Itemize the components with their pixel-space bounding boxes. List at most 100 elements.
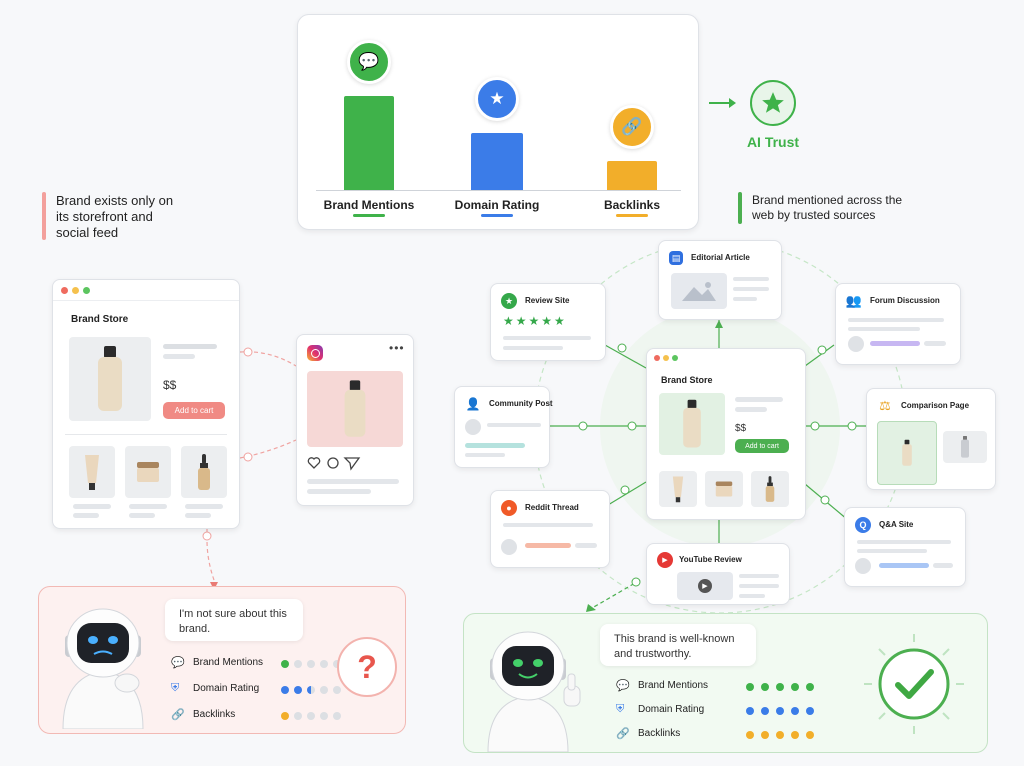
source-card-community-post[interactable]: 👤 Community Post — [454, 386, 553, 468]
source-card-reddit-thread[interactable]: ● Reddit Thread — [490, 490, 610, 568]
compare-product-b — [943, 431, 987, 463]
source-label: Forum Discussion — [870, 296, 940, 305]
source-card-qa-site[interactable]: Q Q&A Site — [844, 507, 966, 587]
source-card-editorial-article[interactable]: ▤ Editorial Article — [658, 240, 782, 320]
avatar — [855, 558, 871, 574]
center-brand-store-window: Brand Store $$ Add to cart — [646, 348, 806, 520]
source-card-youtube-review[interactable]: ▶ YouTube Review ▶ — [646, 543, 790, 605]
share-icon[interactable] — [343, 457, 361, 471]
ai-trust-label: AI Trust — [746, 134, 800, 150]
source-label: Community Post — [489, 399, 553, 408]
right-note: Brand mentioned across the web by truste… — [752, 193, 903, 222]
bar-domain-rating — [471, 133, 523, 190]
rating-stars: ★★★★★ — [503, 314, 567, 328]
chat-icon: 💬 — [347, 40, 391, 84]
question-icon: ? — [337, 637, 397, 697]
bottle-icon — [344, 380, 366, 437]
heart-icon[interactable] — [307, 457, 321, 469]
more-options-icon[interactable]: ••• — [389, 341, 405, 355]
chat-icon: 💬 — [171, 657, 185, 669]
product-thumb-jar — [705, 471, 743, 507]
confused-robot-icon — [62, 608, 144, 729]
rating-dot — [333, 686, 341, 694]
link-icon: 🔗 — [616, 728, 630, 740]
shield-star-icon: ★ — [475, 77, 519, 121]
signals-chart-panel: 💬Brand Mentions★Domain Rating🔗Backlinks — [297, 14, 699, 230]
product-thumb-jar — [125, 446, 171, 498]
left-note: Brand exists only on its storefront and … — [56, 193, 174, 240]
add-to-cart-button[interactable]: Add to cart — [735, 439, 789, 453]
checkmark-icon — [864, 634, 964, 734]
rating-dot — [776, 707, 784, 715]
source-label: Review Site — [525, 296, 570, 305]
bar-underline — [353, 214, 385, 217]
metric-row: ⛨Domain Rating — [616, 703, 866, 718]
shield-icon: ⛨ — [171, 682, 180, 694]
store-title: Brand Store — [71, 314, 129, 325]
metric-row: 💬Brand Mentions — [616, 680, 866, 694]
happy-robot-icon — [487, 631, 581, 752]
rating-dot — [333, 712, 341, 720]
users-icon: 👤 — [465, 397, 481, 411]
compare-product-a — [877, 421, 937, 485]
rating-dot — [320, 712, 328, 720]
product-thumb-dropper — [751, 471, 789, 507]
rating-dot — [806, 707, 814, 715]
add-to-cart-button[interactable]: Add to cart — [163, 402, 225, 419]
metric-row: ⛨ Domain Rating — [171, 682, 401, 697]
left-result-panel: I'm not sure about this brand. 💬Brand Me… — [38, 586, 406, 734]
price: $$ — [735, 423, 747, 434]
link-icon: 🔗 — [610, 105, 654, 149]
speech-text: I'm not sure about this brand. — [179, 608, 287, 635]
source-label: Reddit Thread — [525, 503, 579, 512]
source-card-forum-discussion[interactable]: 👥 Forum Discussion — [835, 283, 961, 365]
rating-dot — [791, 731, 799, 739]
bar-label: Brand Mentions — [323, 198, 415, 212]
rating-dot — [307, 660, 315, 668]
rating-dot — [746, 731, 754, 739]
youtube-icon: ▶ — [657, 552, 673, 568]
source-card-comparison-page[interactable]: ⚖ Comparison Page — [866, 388, 996, 490]
product-thumb-dropper — [181, 446, 227, 498]
speech-text: This brand is well-known and trustworthy… — [614, 633, 735, 660]
minimize-dot — [72, 287, 79, 294]
people-icon: 👥 — [845, 293, 863, 308]
social-post-image — [307, 371, 403, 447]
rating-dot — [307, 686, 315, 694]
speech-bubble: This brand is well-known and trustworthy… — [600, 624, 756, 666]
bar-underline — [616, 214, 648, 217]
video-thumbnail[interactable]: ▶ — [677, 572, 733, 600]
rating-dot — [806, 683, 814, 691]
arrow-icon — [709, 98, 736, 108]
bar-backlinks — [607, 161, 657, 190]
source-label: YouTube Review — [679, 555, 742, 564]
window-titlebar — [53, 280, 239, 301]
rating-dot — [776, 731, 784, 739]
reddit-icon: ● — [501, 500, 517, 516]
source-label: Q&A Site — [879, 520, 914, 529]
shield-icon: ⛨ — [616, 703, 625, 715]
avatar — [848, 336, 864, 352]
baseline — [316, 190, 681, 191]
metric-label: Domain Rating — [193, 683, 260, 694]
rating-dot — [761, 707, 769, 715]
left-brand-store-window: Brand Store $$ Add to cart — [52, 279, 240, 529]
metric-row: 🔗Backlinks — [171, 709, 401, 723]
rating-dot — [307, 712, 315, 720]
metric-label: Backlinks — [638, 728, 681, 739]
instagram-icon — [307, 345, 323, 361]
rating-dot — [776, 683, 784, 691]
star-badge-icon: ★ — [501, 293, 517, 309]
store-title: Brand Store — [661, 375, 713, 385]
comment-icon[interactable] — [327, 457, 339, 469]
rating-dot — [281, 686, 289, 694]
source-card-review-site[interactable]: ★ Review Site ★★★★★ — [490, 283, 606, 361]
product-image — [659, 393, 725, 455]
metric-row: 🔗 Backlinks — [616, 728, 866, 742]
rating-dot — [281, 712, 289, 720]
rating-dot — [746, 707, 754, 715]
rating-dot — [791, 707, 799, 715]
product-image — [69, 337, 151, 421]
post-actions — [307, 457, 361, 471]
source-label: Editorial Article — [691, 253, 750, 262]
